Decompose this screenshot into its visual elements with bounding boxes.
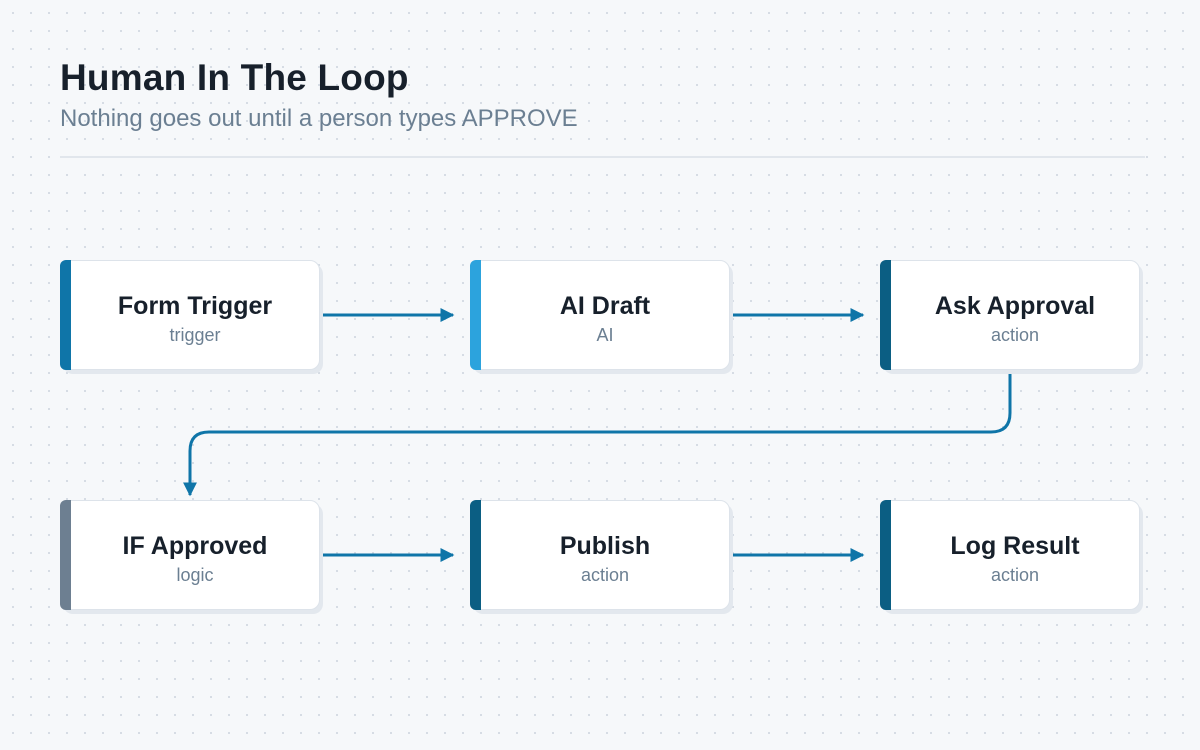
edge-ask-approval-to-if-approved (183, 370, 1012, 497)
node-accent-bar (470, 500, 481, 610)
node-label: Form Trigger (117, 292, 273, 320)
node-accent-bar (880, 260, 891, 370)
node-type: action (990, 325, 1040, 345)
node-label: AI Draft (559, 292, 651, 320)
node-accent-bar (470, 260, 481, 370)
node-type: action (580, 565, 630, 585)
node-type: action (990, 565, 1040, 585)
diagram-header: Human In The Loop Nothing goes out until… (60, 56, 1145, 134)
node-form-trigger[interactable]: Form Trigger trigger (60, 260, 320, 370)
node-label: Publish (559, 532, 651, 560)
node-ask-approval[interactable]: Ask Approval action (880, 260, 1140, 370)
node-accent-bar (880, 500, 891, 610)
node-type: AI (596, 325, 614, 345)
node-if-approved[interactable]: IF Approved logic (60, 500, 320, 610)
node-publish[interactable]: Publish action (470, 500, 730, 610)
node-type: logic (176, 565, 214, 585)
node-accent-bar (60, 260, 71, 370)
node-type: trigger (169, 325, 221, 345)
node-label: Log Result (950, 532, 1080, 560)
node-label: Ask Approval (934, 292, 1096, 320)
node-label: IF Approved (122, 532, 268, 560)
node-log-result[interactable]: Log Result action (880, 500, 1140, 610)
header-divider (60, 156, 1145, 158)
diagram-subtitle: Nothing goes out until a person types AP… (60, 105, 578, 132)
node-accent-bar (60, 500, 71, 610)
node-ai-draft[interactable]: AI Draft AI (470, 260, 730, 370)
diagram-title: Human In The Loop (60, 57, 409, 98)
